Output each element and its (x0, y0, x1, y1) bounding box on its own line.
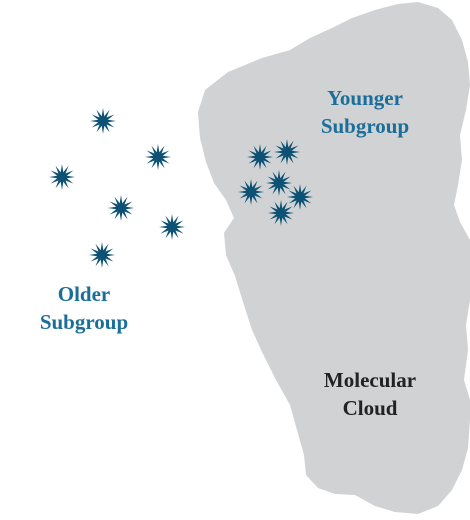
molecular-cloud-label-line1: Molecular (300, 366, 440, 394)
molecular-cloud-label-line2: Cloud (300, 394, 440, 422)
older-subgroup-star-icon (145, 144, 171, 170)
younger-subgroup-label-line2: Subgroup (292, 112, 438, 140)
molecular-cloud-shape (198, 2, 470, 514)
older-subgroup-star-icon (89, 242, 115, 268)
older-subgroup-label: Older Subgroup (14, 280, 154, 336)
younger-subgroup-label-line1: Younger (292, 84, 438, 112)
older-subgroup-label-line2: Subgroup (14, 308, 154, 336)
older-subgroup-star-icon (159, 214, 185, 240)
older-subgroup-star-icon (49, 164, 75, 190)
older-subgroup-label-line1: Older (14, 280, 154, 308)
older-subgroup-stars (49, 108, 185, 268)
older-subgroup-star-icon (108, 195, 134, 221)
older-subgroup-star-icon (90, 108, 116, 134)
molecular-cloud-label: Molecular Cloud (300, 366, 440, 422)
younger-subgroup-label: Younger Subgroup (292, 84, 438, 140)
